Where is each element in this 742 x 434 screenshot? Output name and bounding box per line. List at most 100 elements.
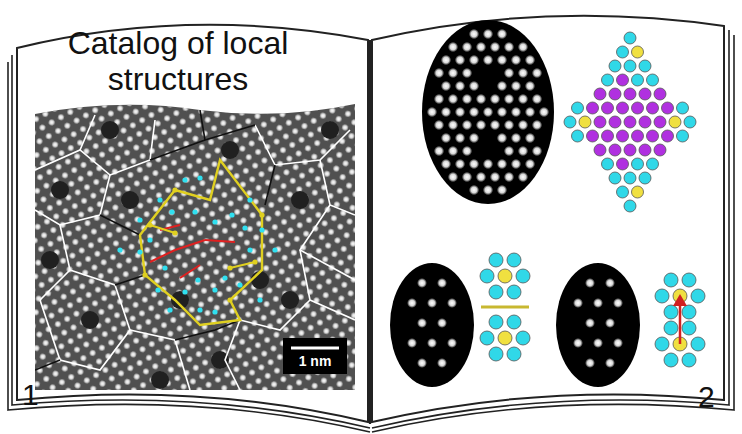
cyan-atom	[167, 307, 172, 312]
stem-atom	[483, 55, 493, 65]
dark-hole	[221, 141, 239, 159]
stem-atom	[448, 120, 458, 130]
page-stack	[12, 55, 370, 428]
stem-atom	[469, 55, 479, 65]
stem-atom	[455, 159, 465, 169]
dark-hole	[121, 191, 139, 209]
stem-atom	[427, 107, 437, 117]
model-atom	[617, 130, 629, 142]
stem-atom	[476, 42, 486, 52]
cyan-atom	[162, 265, 167, 270]
dark-hole	[251, 271, 269, 289]
scale-label: 1 nm	[283, 353, 347, 369]
stem-atom	[462, 42, 472, 52]
stem-atom	[518, 42, 528, 52]
model-atom	[662, 102, 674, 114]
model-atom	[507, 347, 521, 361]
cyan-atom	[272, 247, 277, 252]
model-atom	[682, 305, 696, 319]
stem-atom	[518, 120, 528, 130]
model-atom	[498, 331, 512, 345]
dark-hole	[321, 121, 339, 139]
model-atom	[664, 321, 678, 335]
model-atom	[489, 285, 503, 299]
model-atom	[594, 144, 606, 156]
model-atom	[632, 46, 644, 58]
model-atom	[639, 60, 651, 72]
model-atom	[564, 116, 576, 128]
stem-atom	[490, 94, 500, 104]
model-atom	[677, 102, 689, 114]
cyan-atom	[182, 289, 187, 294]
model-atom	[655, 289, 669, 303]
micrograph-holes	[41, 121, 339, 389]
red-bonds	[150, 225, 235, 278]
cyan-atom	[259, 227, 264, 232]
stem-atom	[511, 81, 521, 91]
model-atom	[507, 315, 521, 329]
model-atom	[602, 102, 614, 114]
model-atom	[664, 273, 678, 287]
shift-arrow	[673, 294, 687, 344]
stem-atom	[525, 159, 535, 169]
model-atom	[489, 315, 503, 329]
model-atom	[632, 186, 644, 198]
stem-atom	[605, 358, 615, 368]
dark-hole	[41, 251, 59, 269]
cyan-atom	[212, 309, 217, 314]
cyan-atom	[117, 247, 122, 252]
stem-atoms	[407, 278, 623, 368]
stem-atom	[448, 172, 458, 182]
model-atom	[654, 144, 666, 156]
stem-atom	[427, 298, 437, 308]
cyan-atom	[212, 219, 217, 224]
cyan-atom	[137, 249, 142, 254]
model-atom	[639, 172, 651, 184]
stem-atom	[504, 94, 514, 104]
model-atom	[655, 337, 669, 351]
cyan-atom	[169, 209, 174, 214]
atom-model	[564, 32, 696, 212]
model-atom	[507, 285, 521, 299]
stem-atom	[504, 42, 514, 52]
stem-atom	[448, 68, 458, 78]
cyan-atoms	[117, 175, 277, 314]
micrograph	[30, 95, 360, 395]
model-atom	[609, 172, 621, 184]
stem-atom	[490, 120, 500, 130]
stem-atom	[532, 146, 542, 156]
arrow-shaft	[679, 304, 682, 344]
model-atom	[516, 331, 530, 345]
stem-atom	[483, 159, 493, 169]
stem-atom	[441, 107, 451, 117]
cyan-atom	[137, 217, 142, 222]
yellow-atom	[227, 297, 232, 302]
stem-atom	[417, 358, 427, 368]
micrograph-lattice	[30, 95, 360, 395]
atom-model	[480, 253, 705, 367]
stem-atom	[437, 278, 447, 288]
stem-atom	[476, 94, 486, 104]
stem-atom	[532, 68, 542, 78]
stem-atom	[525, 107, 535, 117]
stem-atom	[441, 133, 451, 143]
stem-atom	[462, 68, 472, 78]
cyan-atom	[257, 297, 262, 302]
model-atom	[677, 130, 689, 142]
model-atom	[664, 305, 678, 319]
model-atom	[682, 273, 696, 287]
arrow-head	[673, 294, 687, 306]
yellow-atom	[259, 212, 264, 217]
model-atom	[602, 130, 614, 142]
stem-atom	[483, 185, 493, 195]
stem-atom	[469, 29, 479, 39]
stem-atom	[573, 298, 583, 308]
stem-atom	[497, 55, 507, 65]
model-atom	[654, 116, 666, 128]
model-atom	[632, 158, 644, 170]
stem-atom	[448, 94, 458, 104]
model-atom	[609, 88, 621, 100]
yellow-atom	[172, 187, 177, 192]
stem-atom	[613, 298, 623, 308]
model-atom	[609, 144, 621, 156]
